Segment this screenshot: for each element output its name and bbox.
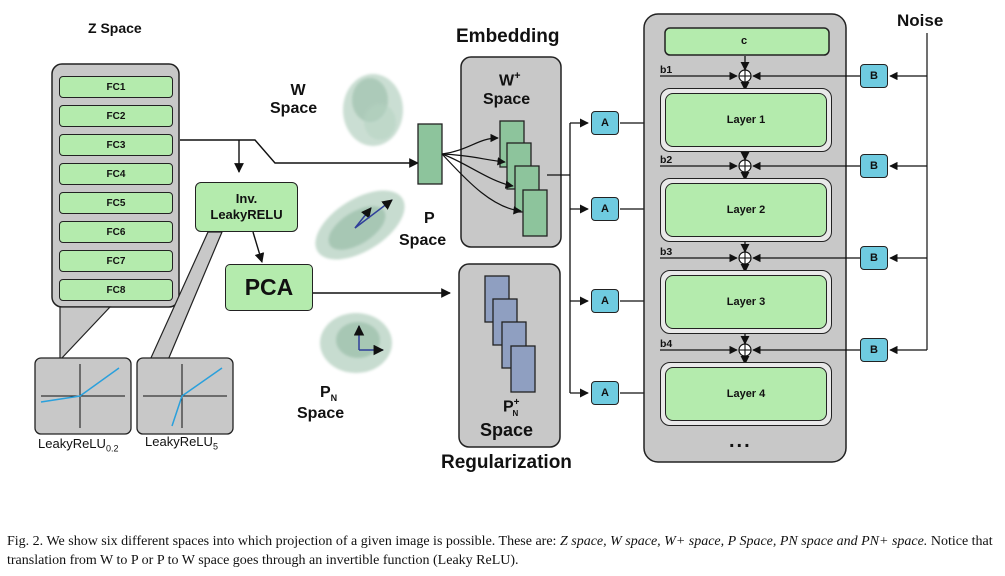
- affine-a-box: A: [591, 381, 619, 405]
- fc-layer: FC2: [59, 105, 173, 127]
- p-space-label: Space: [399, 232, 447, 249]
- bias-label: b2: [660, 154, 673, 166]
- fc-layer: FC4: [59, 163, 173, 185]
- w-space-w: W: [290, 82, 306, 99]
- inv-to-pca-arrow: [252, 231, 265, 263]
- regularization-title: Regularization: [441, 452, 572, 473]
- wplus-label: W+: [499, 70, 521, 90]
- inv-leakyrelu-box: Inv. LeakyRELU: [195, 182, 298, 232]
- generator-layer: Layer 1: [665, 93, 827, 147]
- p-axis-1: [354, 207, 372, 229]
- noise-b-box: B: [860, 246, 888, 270]
- bias-arrows: [660, 71, 738, 355]
- leaky-label-2: LeakyReLU5: [145, 434, 218, 452]
- fc-layer: FC6: [59, 221, 173, 243]
- leakyrelu-label: LeakyRELU: [210, 207, 283, 222]
- caption-note: Notice that translation from W to P or P…: [7, 534, 993, 568]
- affine-a-box: A: [591, 197, 619, 221]
- generator-layer: Layer 2: [665, 183, 827, 237]
- const-label: c: [741, 35, 748, 47]
- inv-label: Inv.: [235, 191, 258, 206]
- generator-layer: Layer 3: [665, 275, 827, 329]
- leaky-curve-2: [171, 367, 223, 427]
- wplus-space-label: Space: [483, 91, 531, 108]
- bias-label: b4: [660, 338, 673, 350]
- fc-layer: FC3: [59, 134, 173, 156]
- const-box: [664, 27, 830, 56]
- caption-text: We show six different spaces into which …: [46, 534, 557, 549]
- p-space-p: P: [424, 210, 435, 227]
- p-axis-2: [354, 199, 393, 229]
- wplus-card-4: [522, 189, 548, 237]
- sum-plus: [739, 70, 751, 356]
- noise-b-box: B: [860, 154, 888, 178]
- caption-prefix: Fig. 2.: [7, 534, 44, 549]
- pnplus-card-4: [510, 345, 536, 393]
- pn-space-cloud: [320, 313, 392, 373]
- noise-arrows: [752, 33, 928, 355]
- noise-b-box: B: [860, 338, 888, 362]
- w-space-cloud: [343, 74, 403, 146]
- bias-label: b3: [660, 246, 673, 258]
- pn-space-label: Space: [297, 405, 345, 422]
- leaky-curve-1: [40, 367, 120, 403]
- caption-spaces: Z space, W space, W+ space, P Space, PN …: [559, 534, 928, 549]
- bias-label: b1: [660, 64, 673, 76]
- mapping-arrow: [180, 139, 419, 168]
- figure-caption: Fig. 2. We show six different spaces int…: [7, 532, 997, 570]
- noise-label: Noise: [897, 11, 944, 30]
- w-vector: [417, 123, 443, 185]
- pnplus-space-label: Space: [480, 420, 534, 440]
- pca-box: PCA: [225, 264, 313, 311]
- leaky-label-1: LeakyReLU0.2: [38, 436, 119, 454]
- fc-layer: FC5: [59, 192, 173, 214]
- z-space-title: Z Space: [88, 20, 142, 36]
- fc-layer: FC7: [59, 250, 173, 272]
- fc-layer: FC8: [59, 279, 173, 301]
- embedding-title: Embedding: [456, 26, 560, 47]
- leaky-callout-1: [59, 306, 112, 362]
- pn-space-p: PN: [320, 384, 338, 404]
- pnplus-label: P+N: [503, 397, 520, 418]
- affine-a-box: A: [591, 289, 619, 313]
- broadcast-arrows: [441, 133, 522, 215]
- fc-layer: FC1: [59, 76, 173, 98]
- noise-b-box: B: [860, 64, 888, 88]
- ellipsis: ...: [729, 430, 752, 452]
- generator-layer: Layer 4: [665, 367, 827, 421]
- affine-a-box: A: [591, 111, 619, 135]
- w-space-label: Space: [270, 100, 318, 117]
